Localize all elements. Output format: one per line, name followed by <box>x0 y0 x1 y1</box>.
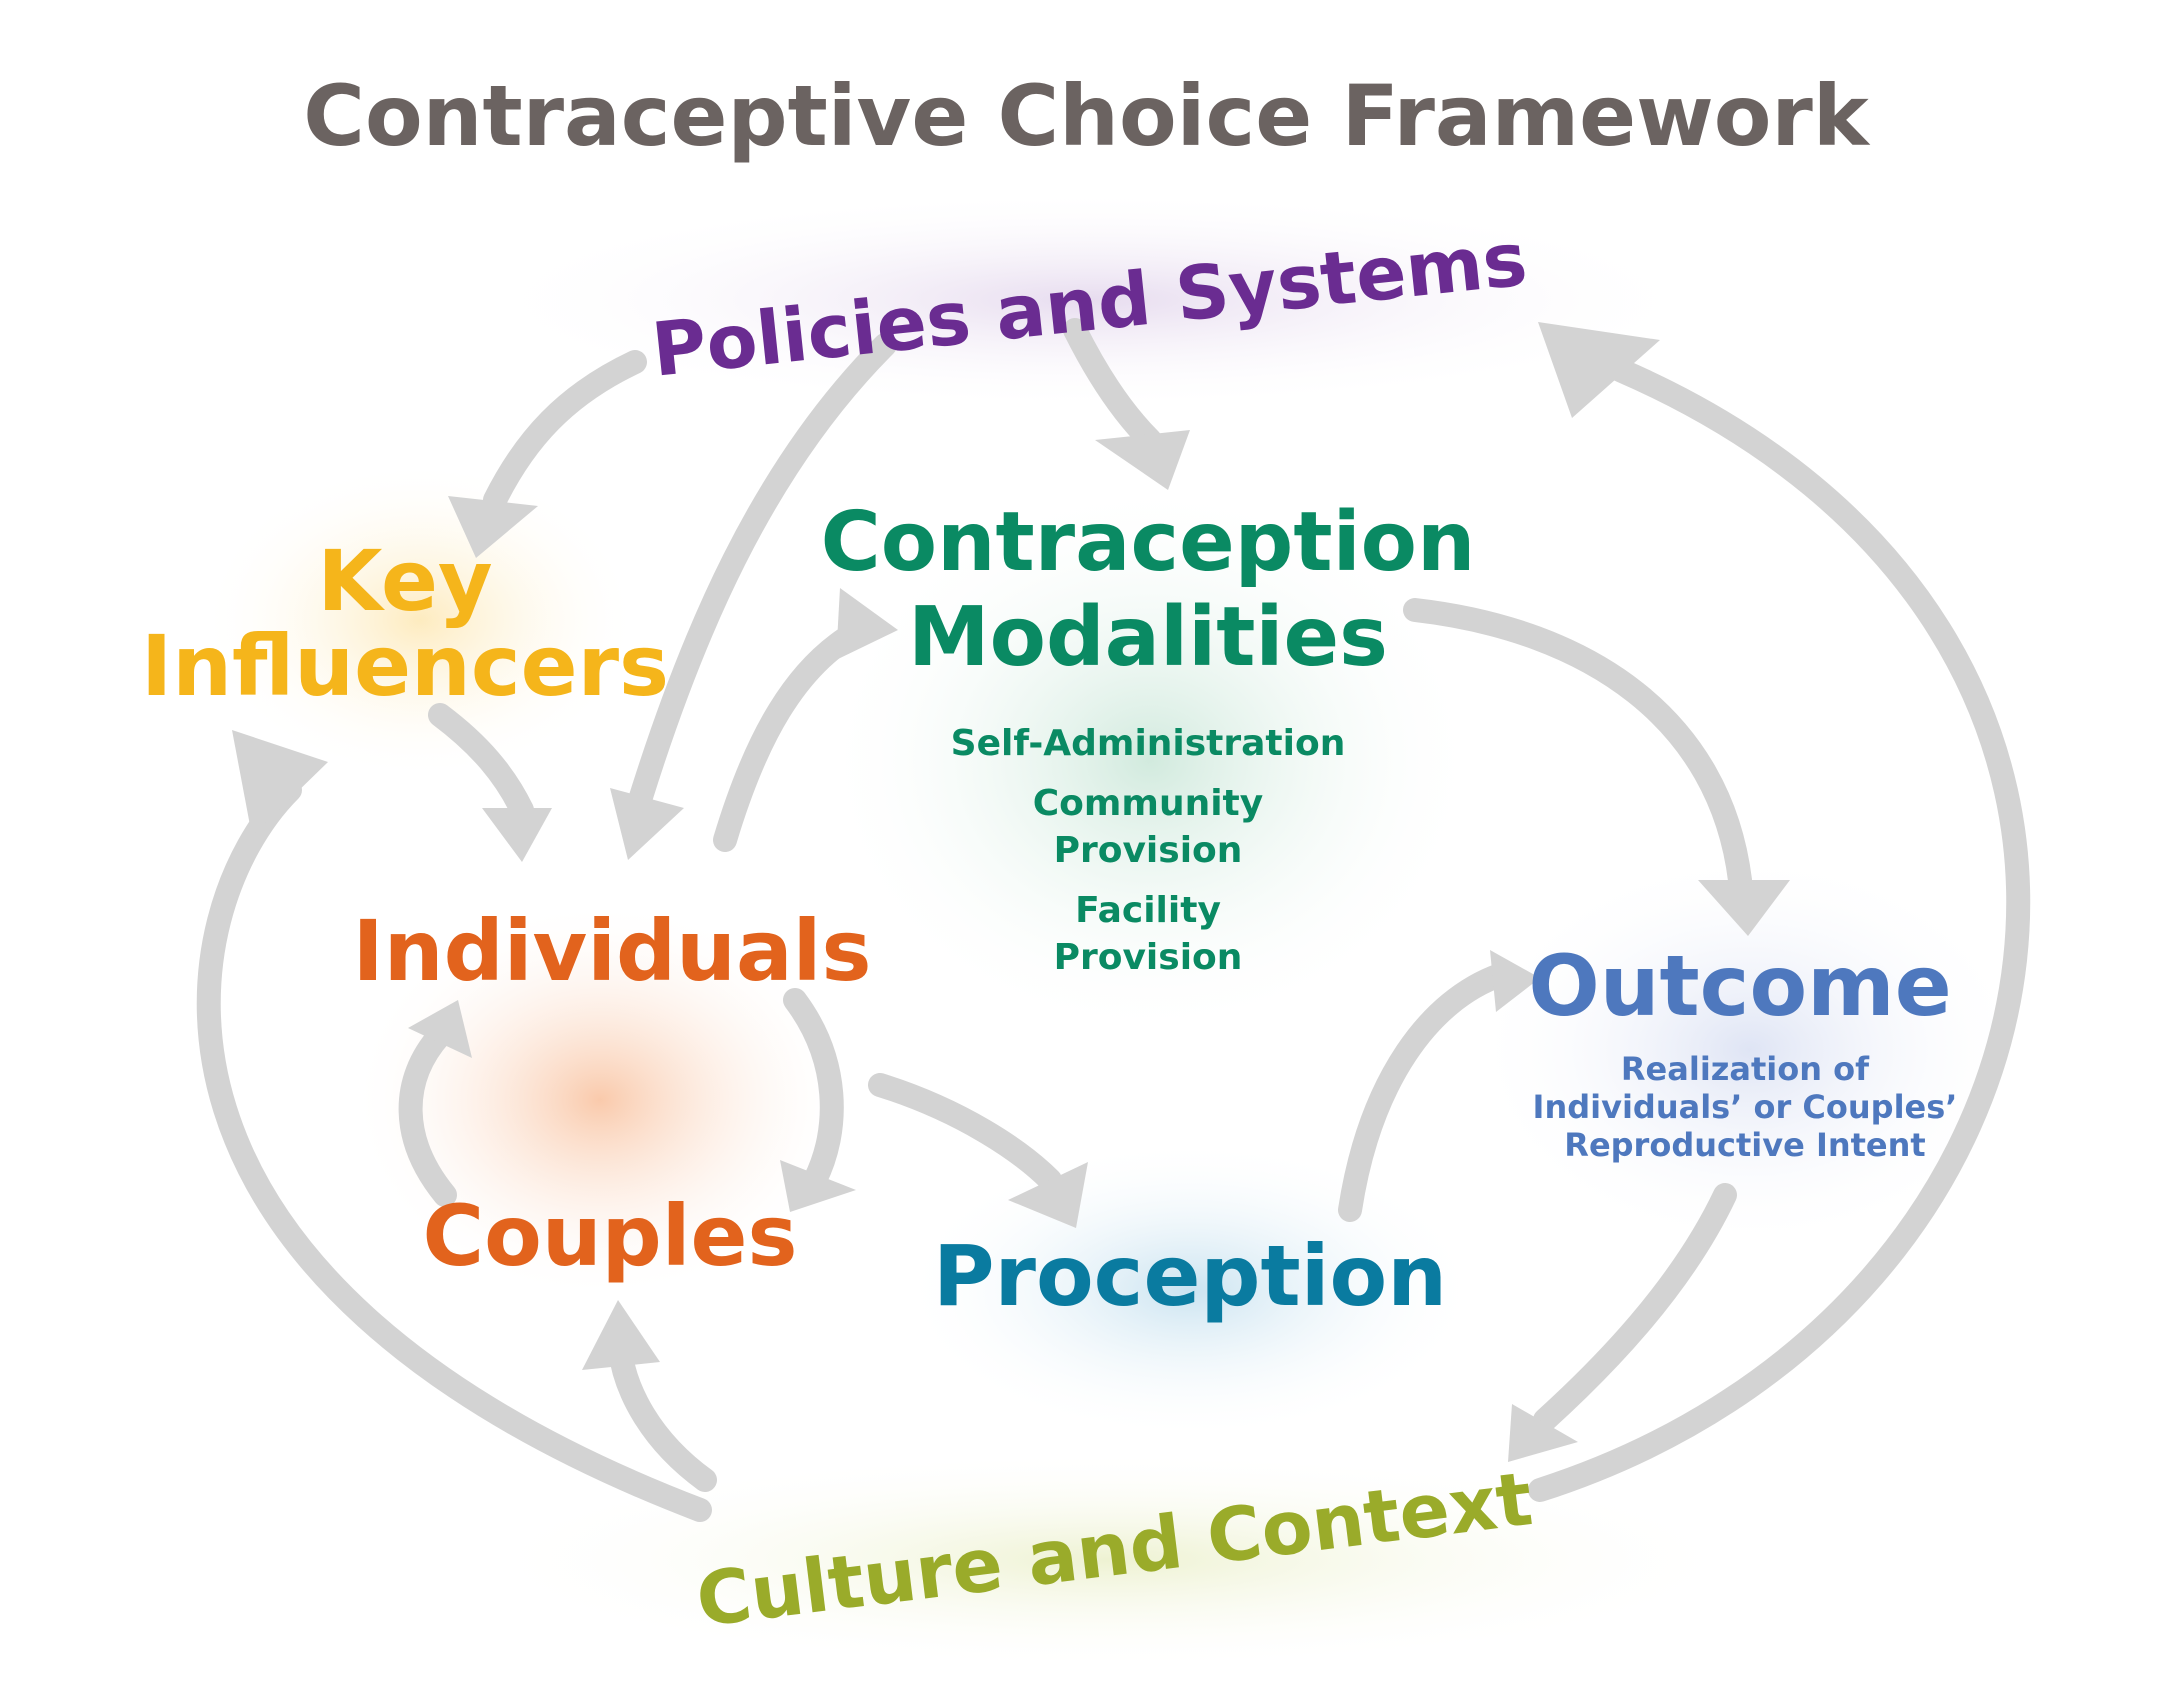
arrow-head-couples-from-culture <box>582 1300 660 1370</box>
arrow-couples-to-individuals <box>398 1023 457 1207</box>
arrow-policies-to-modalities <box>1063 318 1162 452</box>
arrow-head-influencers-top <box>448 496 538 558</box>
modality-community-1: Community <box>1033 783 1263 824</box>
arrow-policies-to-influencers <box>483 350 647 512</box>
outcome-line3: Reproductive Intent <box>1564 1126 1925 1164</box>
arrow-head-individuals-from-couples <box>408 1000 472 1058</box>
modalities-glow <box>820 480 1480 1040</box>
arrow-head-influencers-bottom <box>232 730 328 836</box>
outcome-glow <box>1470 850 2030 1250</box>
arrow-head-individuals-from-policies <box>610 788 684 860</box>
modality-self-administration: Self-Administration <box>951 723 1346 764</box>
arrow-head-individuals-from-influencers <box>482 808 552 862</box>
arrow-culture-to-influencers <box>196 778 712 1522</box>
arrow-head-outcome-from-proception <box>1490 950 1540 1012</box>
outcome-line2: Individuals’ or Couples’ <box>1533 1088 1958 1126</box>
arrow-outcome-to-culture <box>1533 1183 1737 1432</box>
arrow-head-modalities-from-policies <box>1095 430 1190 490</box>
arrow-head-policies-right <box>1538 322 1660 418</box>
arrow-individuals-to-couples <box>783 988 844 1192</box>
policies-glow <box>470 190 1710 410</box>
modality-facility-1: Facility <box>1075 890 1221 931</box>
arrow-individuals-to-modalities <box>713 618 872 852</box>
arrow-influencers-to-individuals <box>428 703 534 822</box>
proception-label: Proception <box>933 1227 1447 1325</box>
arrows <box>196 318 2031 1522</box>
outcome-label: Outcome <box>1528 937 1951 1035</box>
arrow-head-culture-from-outcome <box>1508 1404 1578 1462</box>
key-influencers-line1: Key <box>317 532 492 630</box>
arrow-modalities-to-outcome <box>1403 598 1752 892</box>
individuals-glow <box>350 900 850 1300</box>
arrow-head-modalities-from-individuals <box>836 588 898 660</box>
arrow-individuals-to-proception <box>868 1073 1062 1192</box>
modality-facility-2: Provision <box>1054 937 1243 978</box>
influencers-glow <box>200 460 640 780</box>
arrow-head-proception-from-individuals <box>1008 1162 1088 1228</box>
key-influencers-line2: Influencers <box>141 617 669 715</box>
arrow-proception-to-outcome <box>1338 963 1512 1222</box>
culture-glow <box>470 1450 1750 1670</box>
couples-label: Couples <box>422 1187 797 1285</box>
arrow-head-couples-from-individuals <box>780 1160 856 1212</box>
page-title: Contraceptive Choice Framework <box>303 67 1871 165</box>
arrow-policies-to-individuals <box>628 333 897 812</box>
arrow-culture-to-couples <box>608 1338 717 1492</box>
arrow-culture-to-policies <box>1528 358 2031 1502</box>
outcome-line1: Realization of <box>1621 1050 1870 1088</box>
modalities-line1: Contraception <box>821 495 1476 590</box>
arrow-head-outcome-from-modalities <box>1698 880 1790 936</box>
modality-community-2: Provision <box>1054 830 1243 871</box>
individuals-label: Individuals <box>353 902 872 1000</box>
modalities-line2: Modalities <box>908 590 1388 685</box>
